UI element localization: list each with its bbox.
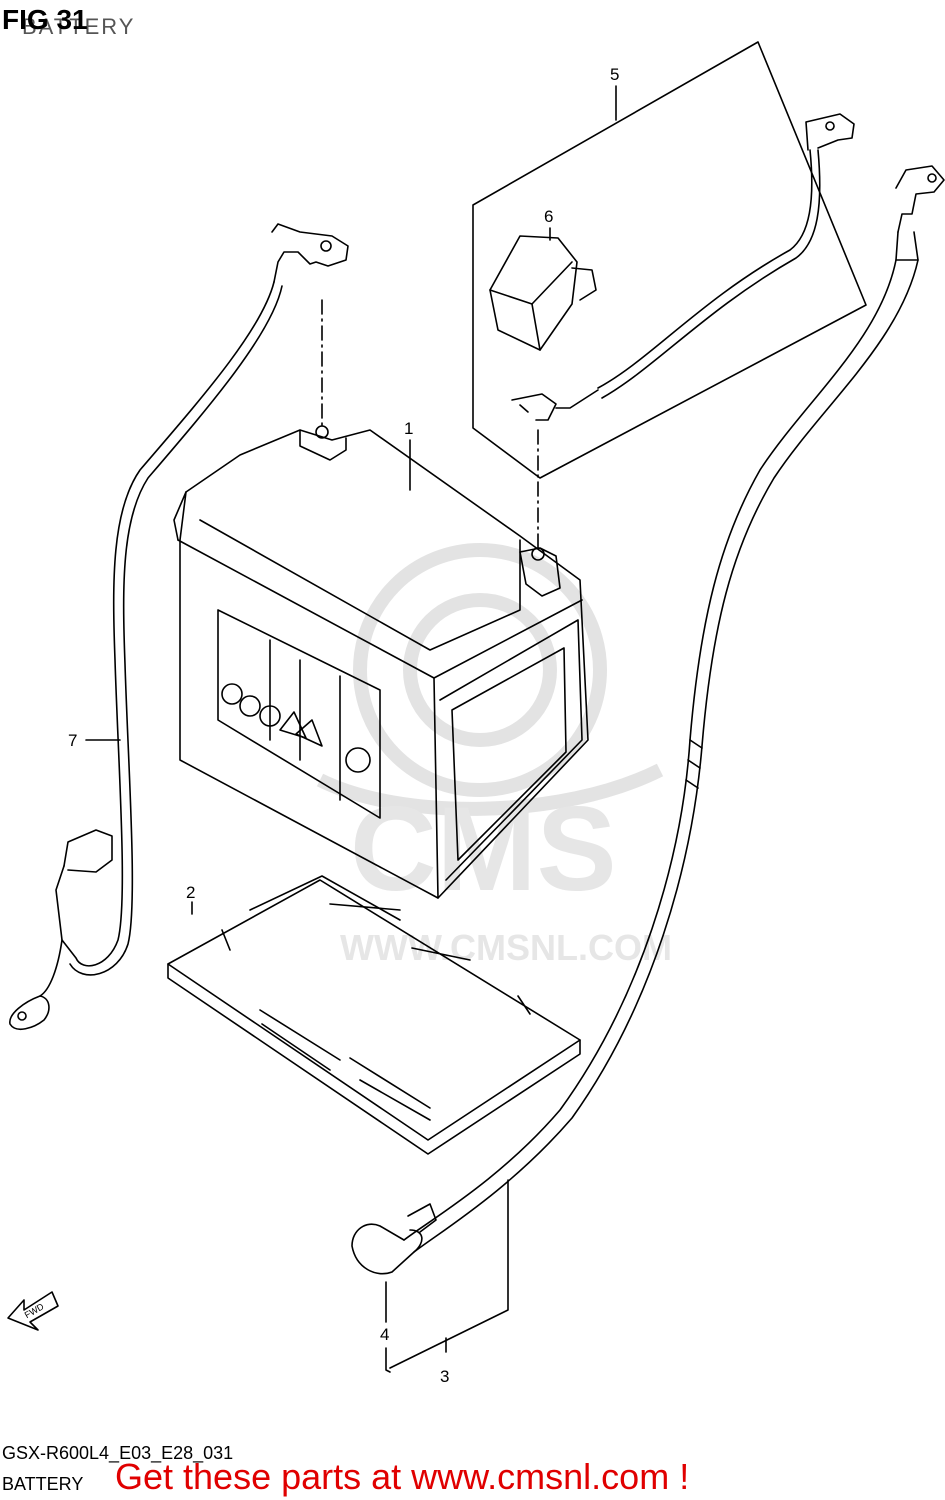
watermark-brand: CMS: [350, 782, 617, 916]
watermark-site: WWW.CMSNL.COM: [340, 927, 672, 968]
fwd-arrow-icon: [7, 1291, 59, 1331]
model-code: GSX-R600L4_E03_E28_031: [2, 1443, 234, 1463]
kit-box-part-5: [472, 41, 867, 479]
promo-link[interactable]: Get these parts at www.cmsnl.com !: [115, 1456, 690, 1497]
battery-part-1: [173, 425, 589, 899]
battery-tray-part-2: [167, 875, 581, 1155]
cable-part-3: [351, 165, 945, 1373]
callout-4: 4: [380, 1325, 389, 1344]
cms-watermark: CMS WWW.CMSNL.COM: [316, 543, 672, 968]
cable-part-5: [511, 113, 855, 421]
figure-title: FIG 31: [2, 4, 88, 35]
callout-3: 3: [440, 1367, 449, 1386]
callout-6: 6: [544, 207, 553, 226]
figure-subtitle: BATTERY: [22, 14, 136, 39]
fwd-label: FWD: [23, 1301, 46, 1320]
cable-part-7: [9, 223, 349, 1031]
callout-7: 7: [68, 731, 77, 750]
section-name: BATTERY: [2, 1474, 84, 1494]
callout-5: 5: [610, 65, 619, 84]
terminal-cover-part-6: [489, 235, 597, 351]
callout-2: 2: [186, 883, 195, 902]
callout-1: 1: [404, 419, 413, 438]
